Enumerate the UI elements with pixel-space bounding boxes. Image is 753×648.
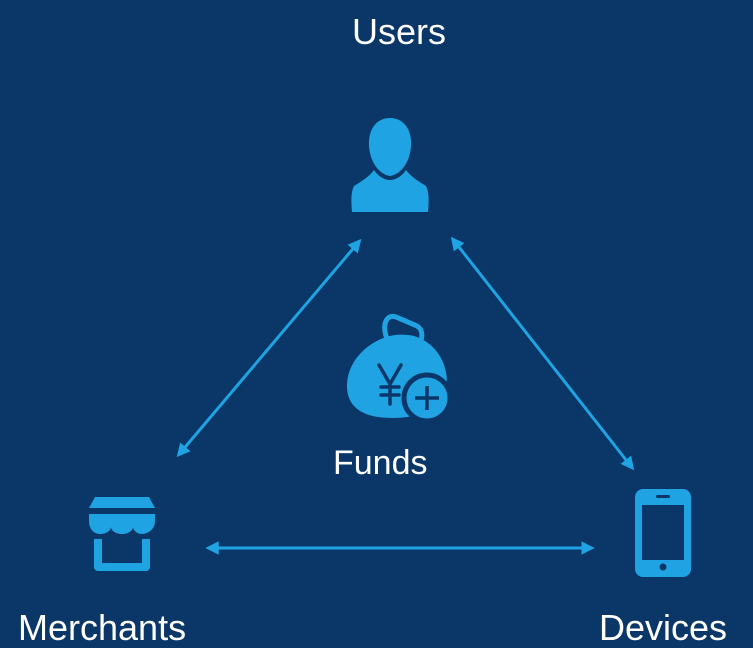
arrow-users-devices <box>450 236 635 471</box>
arrow-users-merchants <box>176 238 362 458</box>
users-label: Users <box>352 11 447 52</box>
merchants-label: Merchants <box>18 607 187 648</box>
user-icon <box>351 118 429 212</box>
money-bag-yen-plus-icon <box>346 313 453 424</box>
funds-label: Funds <box>333 444 428 482</box>
smartphone-icon <box>635 489 691 577</box>
devices-label: Devices <box>599 607 728 648</box>
storefront-icon <box>89 497 155 571</box>
